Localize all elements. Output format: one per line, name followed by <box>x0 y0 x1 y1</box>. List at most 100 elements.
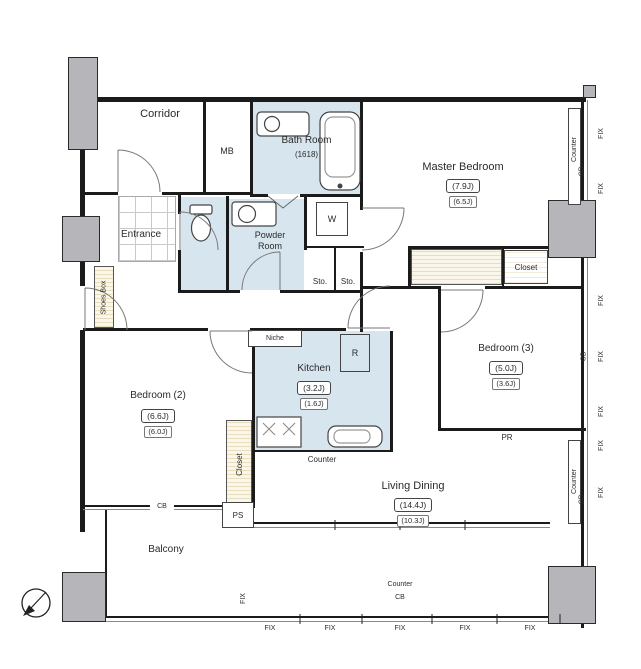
wall <box>300 194 363 197</box>
wall <box>252 328 255 508</box>
wall <box>502 248 504 286</box>
fix-label: FIX <box>597 405 605 417</box>
door-arc <box>209 330 253 374</box>
fix-label: FIX <box>524 625 536 632</box>
ps-label: PS <box>232 510 244 520</box>
size-sub: (6.0J) <box>144 426 172 438</box>
fix-label: FIX <box>394 625 406 632</box>
wall <box>178 250 181 292</box>
balcony-wall <box>105 616 585 618</box>
refrigerator-label: R <box>351 348 359 358</box>
balcony-cb-label: CB <box>395 594 405 601</box>
wall <box>80 97 586 102</box>
wall <box>178 290 240 293</box>
door-arc <box>84 287 128 331</box>
fix-label: FIX <box>597 439 605 451</box>
fix-label: FIX <box>324 625 336 632</box>
wall <box>250 97 253 197</box>
size-main: (5.0J) <box>489 361 523 375</box>
pr-label: PR <box>501 433 513 442</box>
wall <box>390 331 393 452</box>
wall <box>334 246 336 292</box>
kitchen-counter-label: Counter <box>307 455 337 464</box>
door-arc <box>347 285 391 329</box>
living-dining-label: Living Dining <box>381 480 445 492</box>
kitchen-sink <box>327 425 383 448</box>
fix-label: FIX <box>597 182 605 194</box>
wall <box>80 330 85 532</box>
master-bedroom-size: (7.9J) (6.5J) <box>433 179 493 208</box>
niche: Niche <box>248 330 302 347</box>
bath-counter <box>256 111 310 137</box>
counter-right-top <box>568 108 581 205</box>
pillar <box>548 566 596 624</box>
powder-sink-counter <box>231 201 277 227</box>
size-sub: (3.6J) <box>492 378 520 390</box>
toilet-tank-icon <box>189 204 213 215</box>
master-bedroom-label: Master Bedroom <box>422 161 504 173</box>
window-line <box>252 527 550 528</box>
size-sub: (6.5J) <box>449 196 477 208</box>
bath-room-label: Bath Room <box>281 135 332 146</box>
bedroom3-label: Bedroom (3) <box>478 343 534 354</box>
powder-room-label-2: Room <box>257 241 282 251</box>
entrance-label: Entrance <box>120 229 162 240</box>
bedroom2-size: (6.6J) (6.0J) <box>128 409 188 438</box>
wall <box>408 246 583 249</box>
bedroom2-cb-label: CB <box>150 503 174 512</box>
stove <box>256 416 302 448</box>
washer-label: W <box>327 214 337 224</box>
wall <box>226 196 229 292</box>
pillar <box>62 572 106 622</box>
size-sub: (10.3J) <box>397 515 429 527</box>
fix-label: FIX <box>597 350 605 362</box>
door-arc <box>241 251 281 291</box>
toilet-bowl-icon <box>190 214 212 242</box>
bedroom2-closet-label: Closet <box>234 452 244 476</box>
counter-right-bottom <box>568 440 581 524</box>
fix-label: FIX <box>597 127 605 139</box>
wall <box>360 97 363 210</box>
closet-box: Closet <box>504 250 548 284</box>
door-arc <box>117 149 161 193</box>
door-arc <box>440 289 484 333</box>
folding-door <box>267 195 299 209</box>
bathtub-inner <box>324 116 356 178</box>
door-arcs <box>84 149 484 374</box>
window-line <box>587 100 588 624</box>
wall <box>485 286 583 289</box>
powder-room-label-1: Powder <box>254 230 286 240</box>
pipe-shaft: PS <box>222 502 254 528</box>
window-mullions <box>299 520 561 624</box>
bedroom3-size: (5.0J) (3.6J) <box>476 361 536 390</box>
refrigerator-space: R <box>340 334 370 372</box>
powder-sink-icon <box>237 204 257 224</box>
door-arc <box>361 207 405 251</box>
closet-label: Closet <box>514 262 538 272</box>
bath-drain-icon <box>337 183 343 189</box>
washer-space: W <box>316 202 348 236</box>
bedroom2-closet <box>226 420 252 508</box>
fix-label: FIX <box>264 625 276 632</box>
living-dining-size: (14.4J) (10.3J) <box>383 498 443 527</box>
pillar <box>62 216 100 262</box>
niche-label: Niche <box>266 335 284 342</box>
size-main: (7.9J) <box>446 179 480 193</box>
size-main: (6.6J) <box>141 409 175 423</box>
fix-label: FIX <box>459 625 471 632</box>
wall <box>250 328 346 331</box>
wall <box>252 450 393 452</box>
wall <box>438 289 441 431</box>
wall <box>80 97 85 286</box>
wall <box>80 192 118 195</box>
sto-label-2: Sto. <box>340 277 356 286</box>
balcony-wall <box>105 510 107 618</box>
master-cb-label: CB <box>578 166 586 176</box>
kitchen-label: Kitchen <box>297 363 331 374</box>
balcony-wall <box>105 621 585 622</box>
wall <box>203 101 206 194</box>
bathtub <box>319 111 361 191</box>
bath-sink-icon <box>263 115 281 133</box>
